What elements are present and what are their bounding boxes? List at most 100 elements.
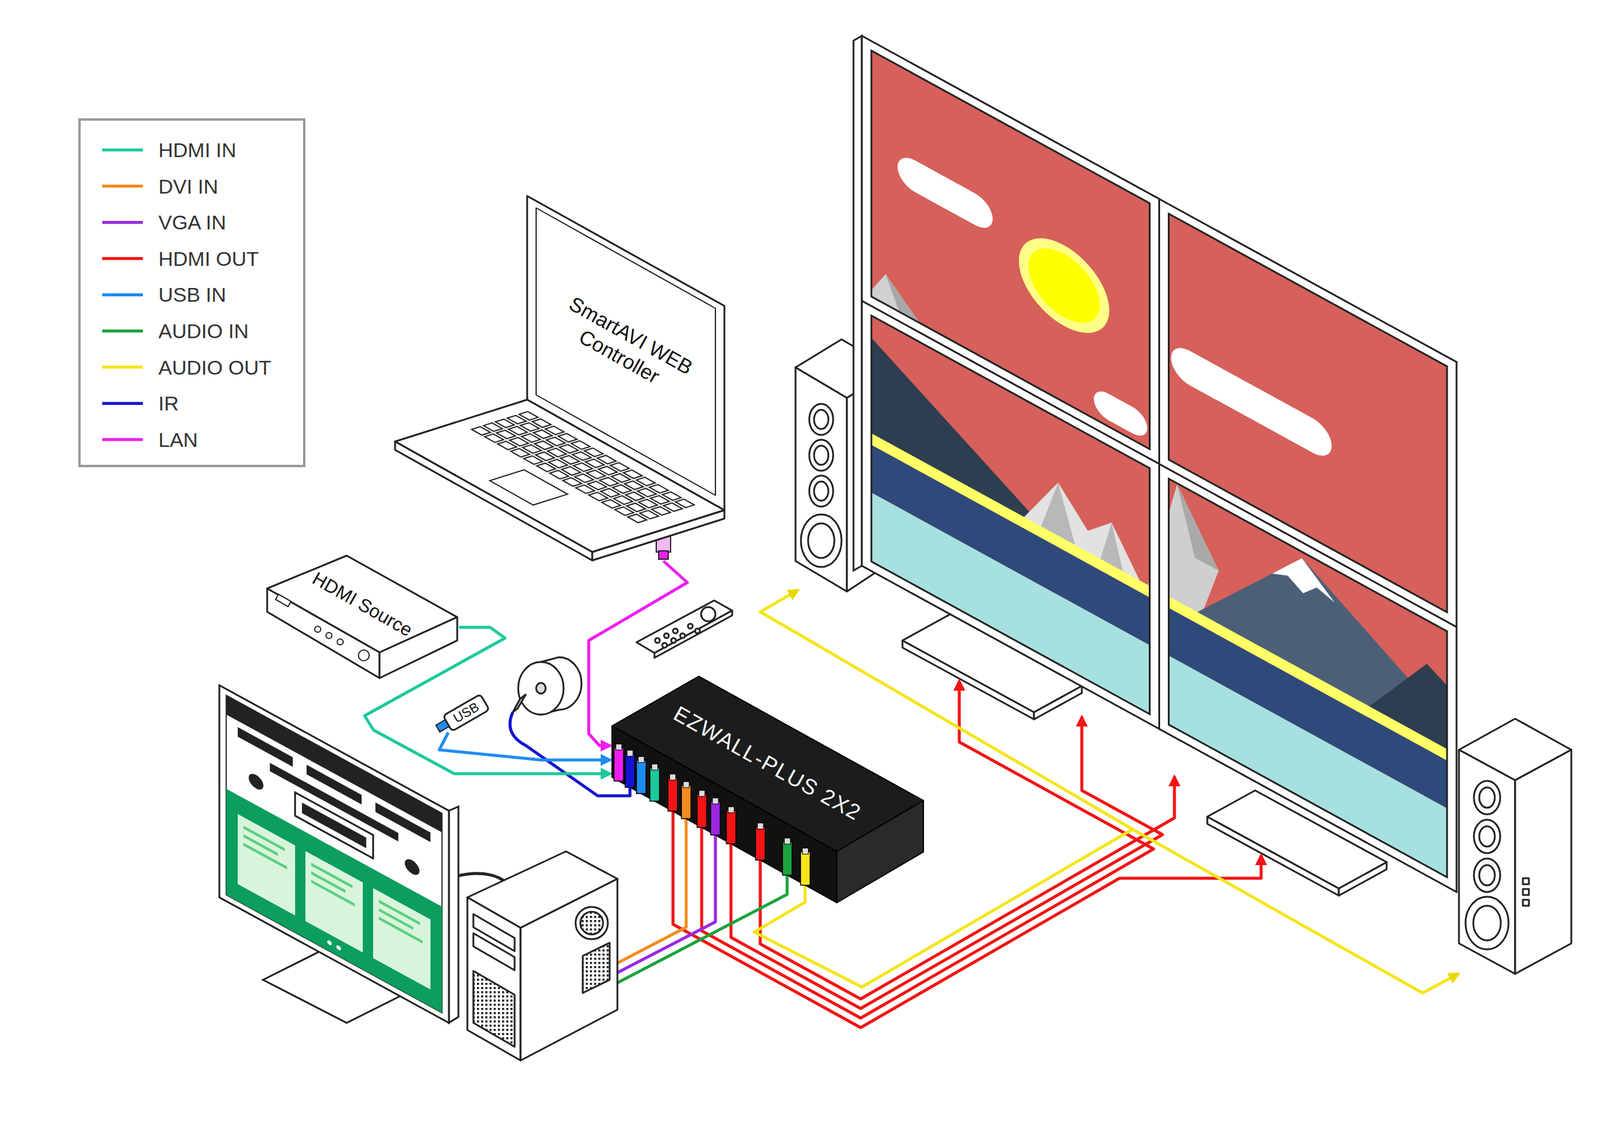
legend-swatch (102, 329, 143, 333)
hdmi-source: HDMI Source (265, 555, 460, 679)
speaker-right-part (1473, 906, 1501, 941)
audio-out-cable-part (1132, 829, 1459, 994)
ir-receiver-part (512, 694, 526, 713)
pc-tower-part (582, 943, 610, 994)
laptop-shape-part-part (592, 510, 725, 561)
ezwall-device-shape-part (649, 768, 660, 802)
speaker-right-part (1479, 865, 1495, 886)
wall-picture-part (1019, 220, 1110, 351)
laptop-shape-part-part (549, 470, 569, 479)
pc-monitor-part-part (372, 888, 431, 991)
pc-monitor-part (219, 685, 449, 1024)
remote-control-part (680, 633, 685, 639)
remote-control (636, 600, 733, 659)
wall-picture (861, 35, 1457, 893)
ir-receiver-part (518, 662, 564, 715)
speaker-left-part (808, 523, 835, 559)
laptop-shape-part-part (601, 499, 621, 509)
ezwall-device-shape (610, 675, 925, 905)
legend-label: AUDIO IN (158, 319, 249, 344)
wall-picture-part (1028, 234, 1100, 338)
speaker-left-part (814, 410, 829, 430)
laptop-shape-part-part (523, 456, 543, 465)
pc-tower-part (580, 912, 604, 935)
ezwall-device: EZWALL-PLUS 2X2 (610, 675, 925, 905)
remote-control-part (671, 638, 676, 644)
speaker-left-part (800, 514, 842, 568)
laptop-shape-part-part (627, 514, 647, 523)
legend-label: IR (158, 391, 179, 416)
speaker-right-part (1458, 750, 1516, 975)
ezwall-device-shape-part (636, 760, 647, 794)
laptop-shape-part-part (497, 441, 517, 451)
speaker-right-part (1515, 750, 1572, 975)
remote-control-part (695, 628, 700, 634)
pc-tower (467, 851, 618, 1061)
remote-control-part (636, 600, 733, 654)
pc-monitor-part-part (305, 851, 363, 954)
pc-tower-part (520, 879, 618, 1061)
pc-monitor (219, 685, 459, 1024)
ezwall-device-shape-part (755, 827, 766, 861)
legend-label: LAN (158, 427, 198, 452)
pc-tower-part (473, 933, 515, 971)
speaker-left-part (795, 367, 847, 592)
usb-dongle-shape-part-part (442, 694, 489, 732)
speaker-left-part (814, 445, 829, 465)
ezwall-device-shape-part (613, 747, 624, 782)
legend-label: DVI IN (158, 174, 219, 199)
laptop-shape-part-part (575, 485, 595, 494)
laptop-shape-part-part (588, 492, 608, 501)
legend-swatch (102, 184, 143, 188)
ezwall-device-shape-part (696, 794, 707, 828)
ezwall-device-shape-part (638, 756, 645, 763)
pc-monitor-part-part (219, 685, 449, 1024)
legend-label: HDMI IN (158, 138, 237, 162)
speaker-right-part (1473, 858, 1501, 893)
legend-label: AUDIO OUT (158, 355, 272, 380)
ezwall-device-shape-part (668, 778, 678, 812)
ir-receiver-part (536, 683, 546, 694)
remote-control-part (687, 623, 693, 629)
speaker-right-part (1473, 781, 1501, 815)
laptop-shape-part-part (536, 463, 556, 472)
remote-control-part (662, 643, 668, 648)
speaker-right-part (1479, 826, 1495, 847)
laptop-shape-part-part (395, 441, 593, 561)
pc-monitor-part-part (378, 916, 423, 944)
wall-picture-part (897, 150, 993, 235)
pc-monitor-part-part (326, 939, 332, 947)
pc-monitor-part-part (243, 842, 287, 870)
lan-plug-part (658, 551, 669, 560)
hdmi-source-shape-part-part (314, 626, 321, 633)
wall-picture-part (1170, 340, 1332, 464)
legend-label: HDMI OUT (158, 246, 259, 271)
cable-connector (439, 732, 611, 761)
legend-label: VGA IN (158, 210, 226, 235)
vga-in-cable (617, 835, 716, 974)
hdmi-source-shape-part-part (325, 632, 332, 639)
legend-swatch (102, 148, 143, 152)
hdmi-source-shape-part-part (275, 594, 292, 608)
pc-tower-part (575, 907, 608, 940)
speaker-left-part (809, 475, 834, 507)
speaker-right-part (1479, 787, 1495, 809)
laptop-shape-part-part (484, 433, 504, 443)
pc-monitor-part-part (248, 771, 264, 793)
speaker-right-part (1473, 820, 1501, 854)
laptop-shape-part-part (471, 426, 491, 436)
hdmi-source-shape-part-part (358, 650, 370, 662)
remote-control-part (701, 607, 716, 622)
ezwall-device-shape-part (712, 798, 719, 805)
ezwall-device-shape-part (651, 764, 658, 771)
remote-control-part (664, 633, 669, 639)
speaker-right (1458, 719, 1572, 975)
legend-swatch (102, 438, 143, 442)
ezwall-device-shape-part (612, 676, 924, 904)
laptop-shape-part-part (490, 469, 568, 506)
ezwall-device-shape-part (670, 774, 676, 781)
pc-monitor-part-part (226, 788, 443, 1014)
